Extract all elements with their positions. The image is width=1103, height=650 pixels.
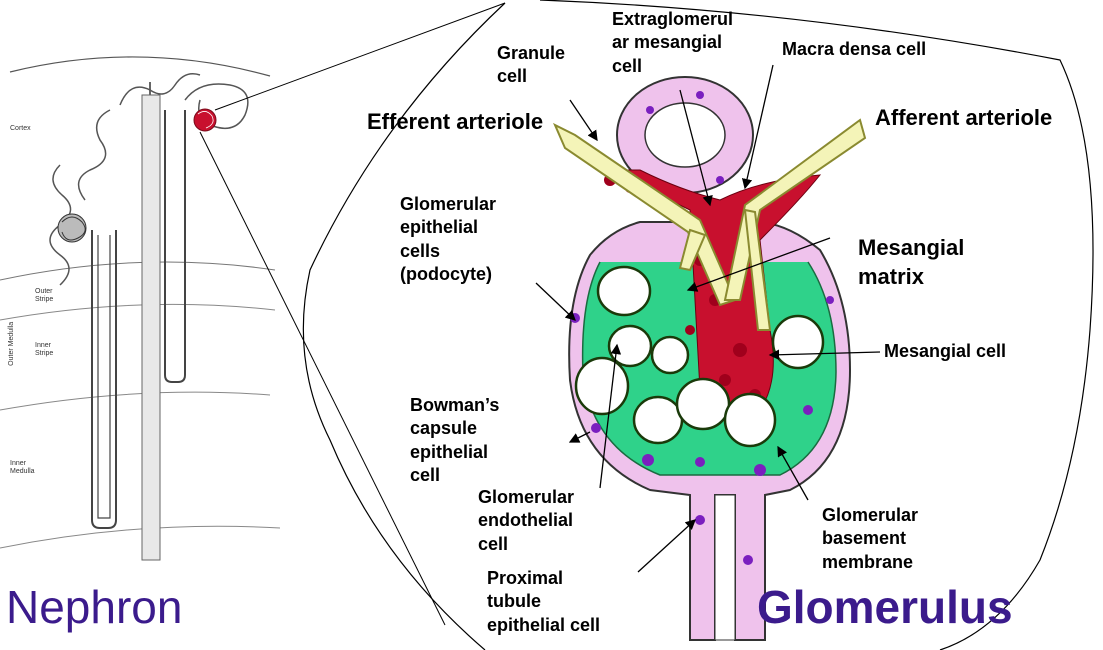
label-extraglomerular-mesangial-cell: Extraglomerul ar mesangial cell	[612, 8, 733, 78]
label-mesangial-cell: Mesangial cell	[884, 340, 1006, 363]
label-glomerular-basement-membrane: Glomerular basement membrane	[822, 504, 918, 574]
label-afferent-arteriole: Afferent arteriole	[875, 104, 1052, 133]
label-glomerular-endothelial-cell: Glomerular endothelial cell	[478, 486, 574, 556]
glomerulus-title: Glomerulus	[757, 584, 1013, 630]
label-efferent-arteriole: Efferent arteriole	[367, 108, 543, 137]
label-macula-densa-cell: Macra densa cell	[782, 38, 926, 61]
label-mesangial-matrix: Mesangial matrix	[858, 234, 964, 291]
label-granule-cell: Granule cell	[497, 42, 565, 89]
label-proximal-tubule-epithelial-cell: Proximal tubule epithelial cell	[487, 567, 600, 637]
label-glomerular-epithelial-cells: Glomerular epithelial cells (podocyte)	[400, 193, 496, 287]
label-bowmans-capsule-epithelial-cell: Bowman’s capsule epithelial cell	[410, 394, 499, 488]
